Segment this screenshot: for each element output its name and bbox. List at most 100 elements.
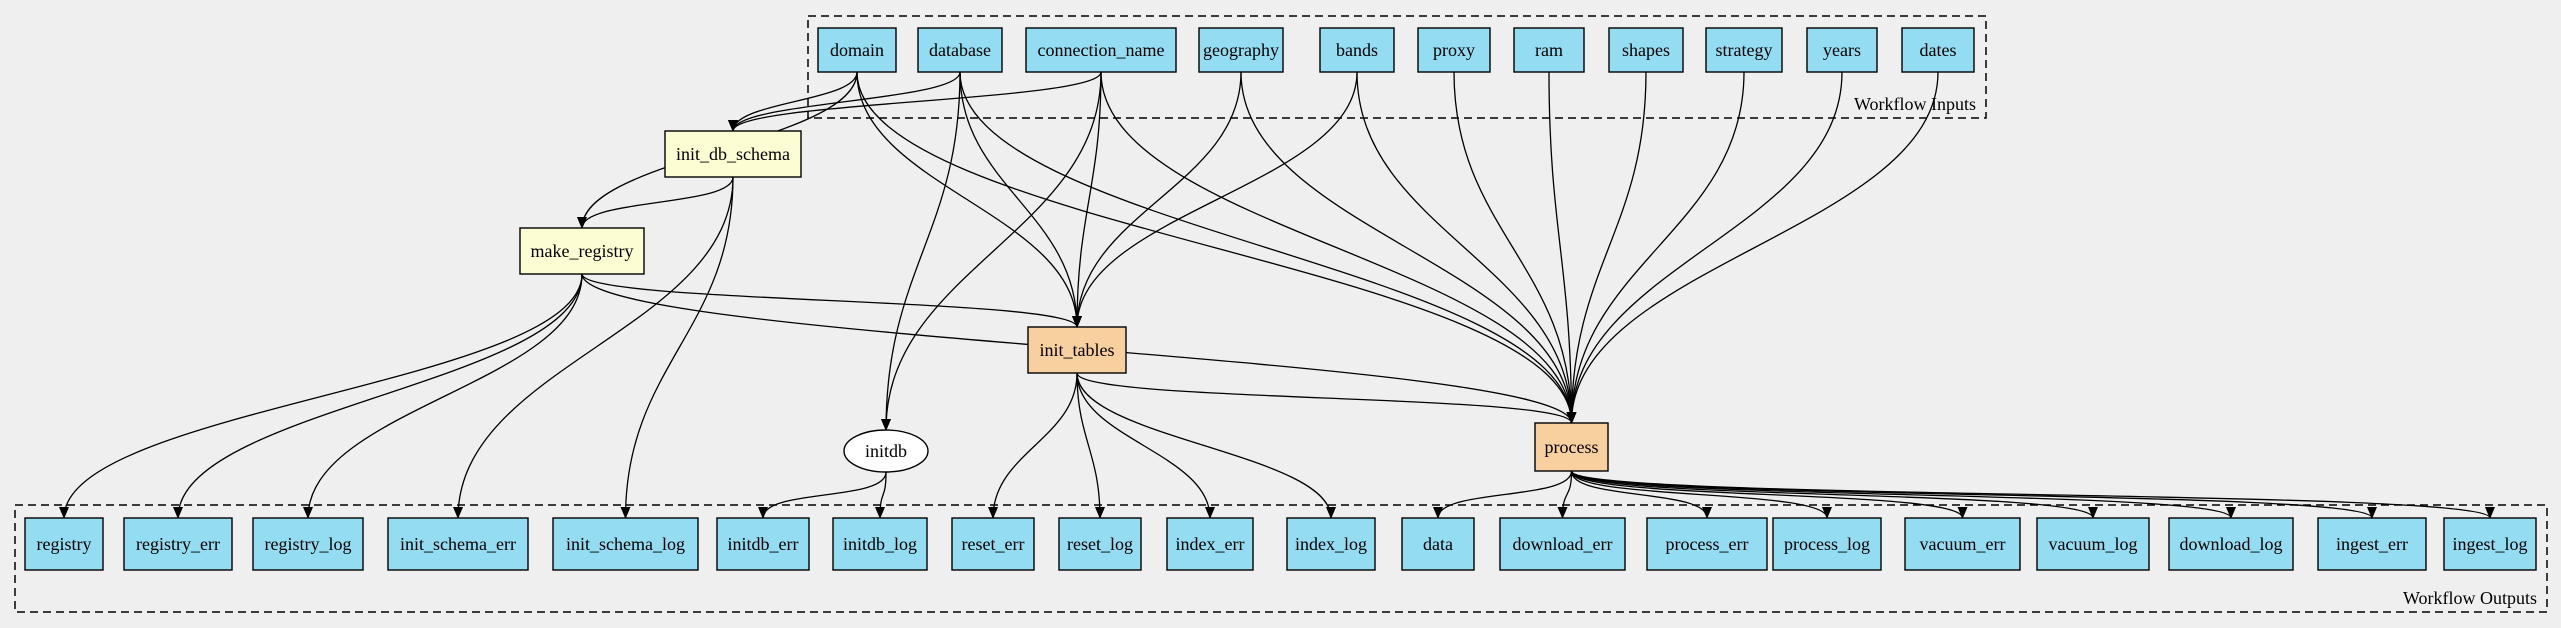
node-label-initdb: initdb (865, 441, 907, 461)
node-data[interactable]: data (1401, 517, 1475, 571)
node-init-schema-err[interactable]: init_schema_err (387, 517, 529, 571)
node-label-download-err: download_err (1513, 534, 1613, 554)
node-shape-initdb (843, 429, 929, 473)
node-bands[interactable]: bands (1319, 27, 1395, 73)
node-label-proxy: proxy (1433, 40, 1475, 60)
node-shape-initdb-err (716, 517, 810, 571)
workflow-inputs-label: Workflow Inputs (1854, 94, 1976, 114)
node-shape-reset-err (951, 517, 1035, 571)
edge-strategy-to-process (1566, 71, 1745, 424)
node-dates[interactable]: dates (1901, 27, 1975, 73)
node-label-vacuum-log: vacuum_log (2049, 534, 2138, 554)
edge-process-to-download_log (1570, 470, 2236, 519)
edge-process-to-process_log (1570, 470, 1832, 519)
node-download-err[interactable]: download_err (1499, 517, 1626, 571)
edge-init_db_schema-to-init_schema_err (453, 176, 734, 519)
node-registry-err[interactable]: registry_err (123, 517, 233, 571)
edge-init_tables-to-reset_err (988, 372, 1078, 519)
node-index-err[interactable]: index_err (1166, 517, 1254, 571)
edge-domain-to-process (856, 71, 1577, 424)
node-label-reset-log: reset_log (1067, 534, 1133, 554)
node-ram[interactable]: ram (1513, 27, 1585, 73)
node-shape-data (1401, 517, 1475, 571)
node-label-ram: ram (1535, 40, 1563, 60)
node-shape-connection-name (1025, 27, 1177, 73)
node-label-init-db-schema: init_db_schema (676, 144, 790, 164)
edge-bands-to-init_tables (1072, 71, 1358, 328)
node-proxy[interactable]: proxy (1417, 27, 1491, 73)
edge-database-to-process (959, 71, 1577, 424)
node-label-process-err: process_err (1666, 534, 1749, 554)
node-label-years: years (1823, 40, 1861, 60)
node-strategy[interactable]: strategy (1705, 27, 1783, 73)
edge-domain-to-init_db_schema (728, 71, 858, 132)
node-registry[interactable]: registry (24, 517, 104, 571)
node-label-process-log: process_log (1784, 534, 1870, 554)
edge-bands-to-process (1356, 71, 1577, 424)
node-init-db-schema[interactable]: init_db_schema (664, 130, 802, 178)
node-label-ingest-err: ingest_err (2336, 534, 2408, 554)
node-ingest-log[interactable]: ingest_log (2443, 517, 2537, 571)
edge-database-to-initdb (881, 71, 961, 431)
edges (59, 71, 2495, 519)
node-index-log[interactable]: index_log (1286, 517, 1376, 571)
node-reset-err[interactable]: reset_err (951, 517, 1035, 571)
node-process-err[interactable]: process_err (1646, 517, 1768, 571)
node-shape-strategy (1705, 27, 1783, 73)
node-label-database: database (929, 40, 991, 60)
node-connection-name[interactable]: connection_name (1025, 27, 1177, 73)
node-label-shapes: shapes (1622, 40, 1670, 60)
edge-init_tables-to-index_log (1076, 372, 1336, 519)
node-label-initdb-err: initdb_err (728, 534, 799, 554)
edge-connection_name-to-initdb (881, 71, 1102, 431)
node-geography[interactable]: geography (1198, 27, 1284, 73)
node-shape-geography (1198, 27, 1284, 73)
node-shape-init-tables (1027, 326, 1127, 374)
edge-make_registry-to-registry_log (303, 273, 583, 519)
node-label-initdb-log: initdb_log (843, 534, 917, 554)
edge-database-to-init_tables (959, 71, 1082, 328)
node-registry-log[interactable]: registry_log (252, 517, 364, 571)
edge-geography-to-init_tables (1072, 71, 1242, 328)
node-reset-log[interactable]: reset_log (1058, 517, 1142, 571)
edge-init_tables-to-reset_log (1076, 372, 1105, 519)
node-make-registry[interactable]: make_registry (519, 227, 645, 275)
node-label-init-schema-err: init_schema_err (400, 534, 516, 554)
node-shape-registry-err (123, 517, 233, 571)
node-download-log[interactable]: download_log (2168, 517, 2294, 571)
node-initdb-log[interactable]: initdb_log (832, 517, 928, 571)
node-label-data: data (1423, 534, 1453, 554)
edge-init_db_schema-to-make_registry (577, 176, 734, 229)
node-domain[interactable]: domain (817, 27, 897, 73)
node-shape-download-err (1499, 517, 1626, 571)
edge-process-to-process_err (1570, 470, 1712, 519)
node-init-schema-log[interactable]: init_schema_log (552, 517, 699, 571)
node-process-log[interactable]: process_log (1772, 517, 1882, 571)
node-shapes[interactable]: shapes (1608, 27, 1684, 73)
node-shape-process-log (1772, 517, 1882, 571)
edge-dates-to-process (1566, 71, 1939, 424)
node-initdb[interactable]: initdb (843, 429, 929, 473)
node-ingest-err[interactable]: ingest_err (2317, 517, 2427, 571)
node-label-download-log: download_log (2180, 534, 2283, 554)
node-init-tables[interactable]: init_tables (1027, 326, 1127, 374)
node-label-registry-log: registry_log (265, 534, 352, 554)
node-shape-registry-log (252, 517, 364, 571)
edge-database-to-init_db_schema (728, 71, 961, 132)
edge-process-to-vacuum_err (1570, 470, 1968, 519)
node-years[interactable]: years (1806, 27, 1878, 73)
workflow-outputs-cluster (14, 504, 2548, 613)
node-label-bands: bands (1336, 40, 1378, 60)
node-shape-init-schema-log (552, 517, 699, 571)
node-vacuum-log[interactable]: vacuum_log (2036, 517, 2150, 571)
node-vacuum-err[interactable]: vacuum_err (1904, 517, 2021, 571)
node-shape-initdb-log (832, 517, 928, 571)
node-shape-process (1534, 422, 1609, 472)
node-database[interactable]: database (917, 27, 1003, 73)
node-initdb-err[interactable]: initdb_err (716, 517, 810, 571)
node-label-ingest-log: ingest_log (2453, 534, 2528, 554)
edge-make_registry-to-init_tables (581, 273, 1082, 328)
node-shape-database (917, 27, 1003, 73)
node-shape-init-schema-err (387, 517, 529, 571)
node-process[interactable]: process (1534, 422, 1609, 472)
